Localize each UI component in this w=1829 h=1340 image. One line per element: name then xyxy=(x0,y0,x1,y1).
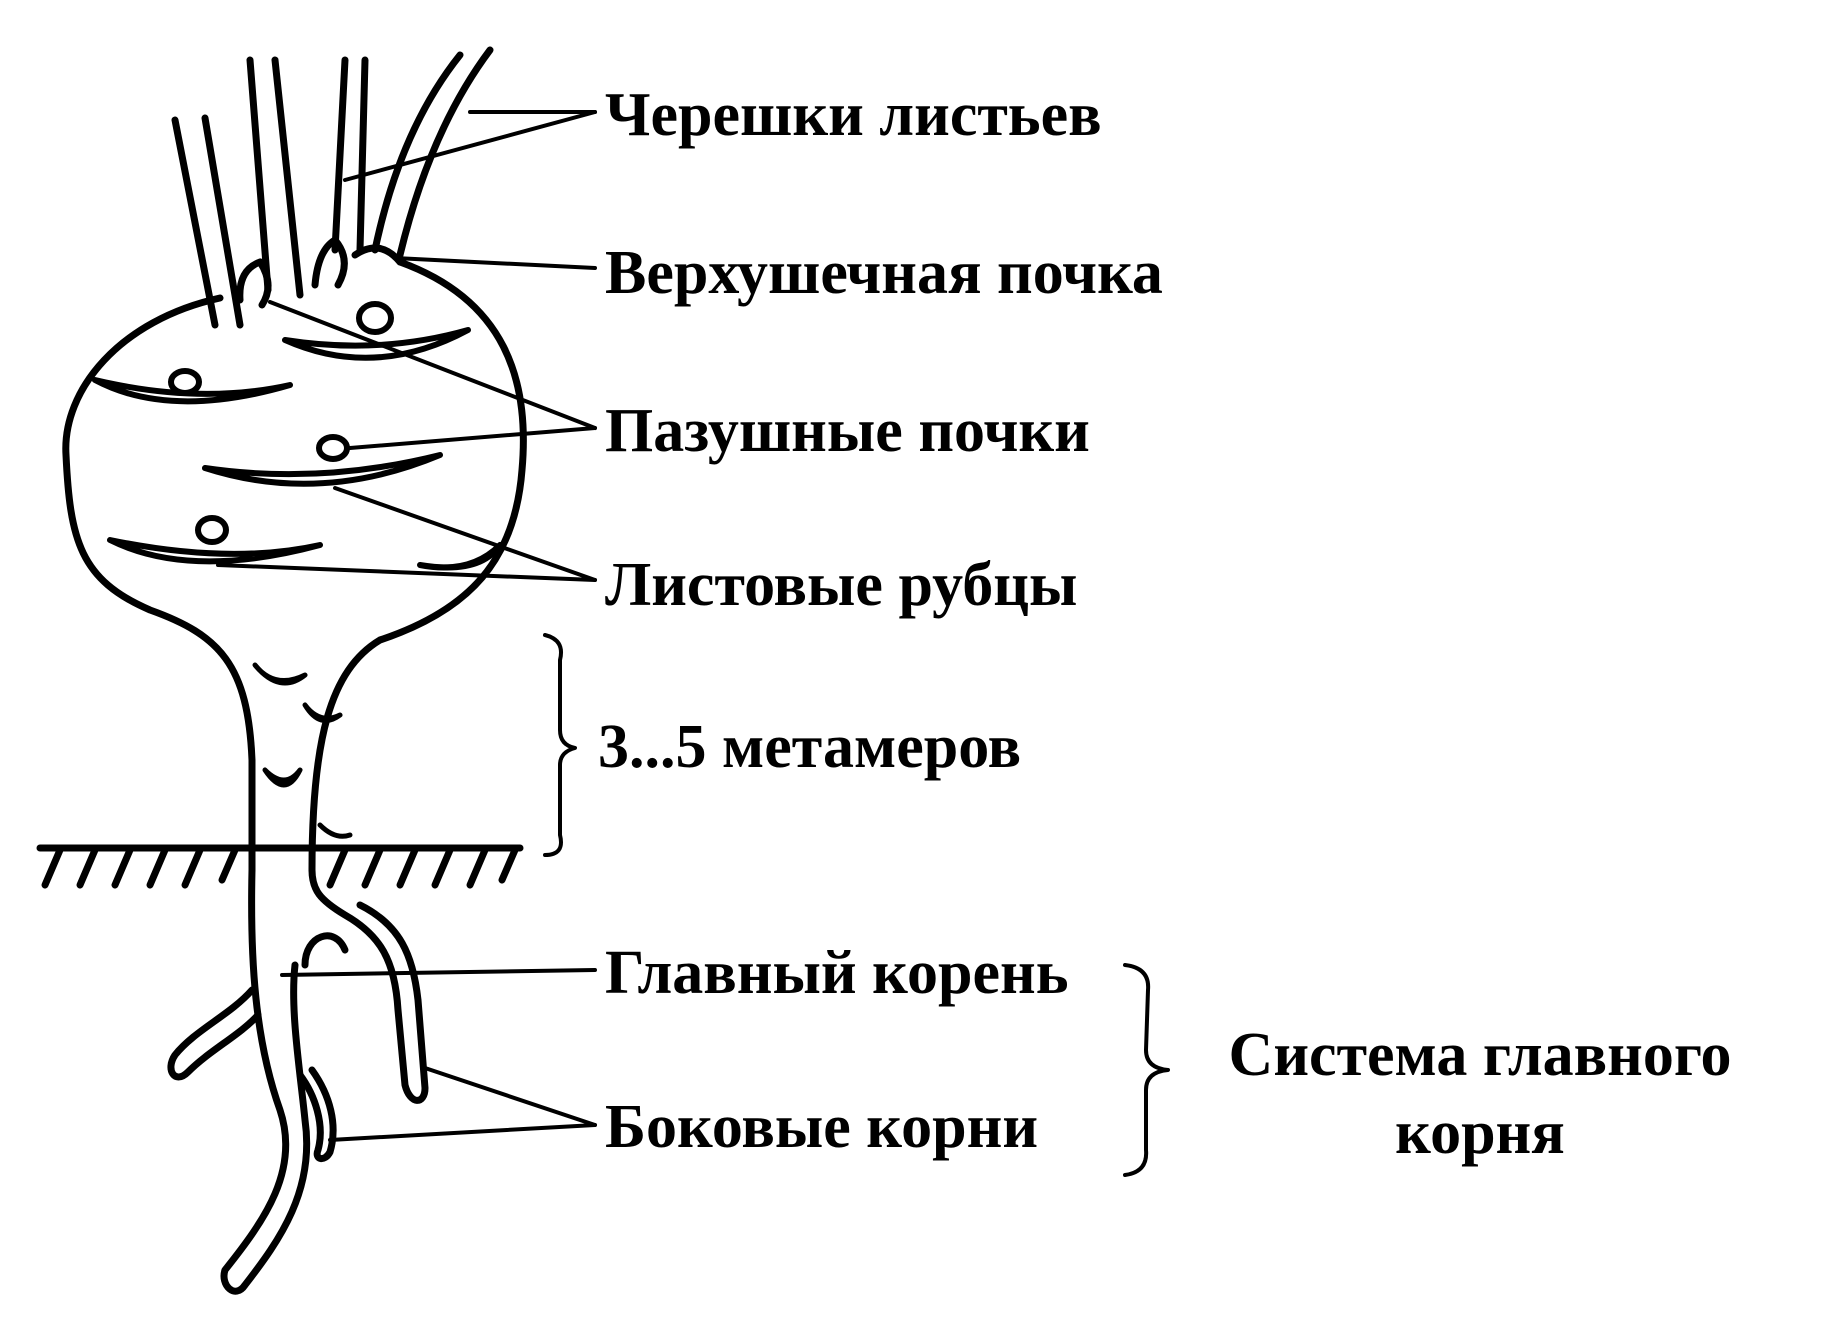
metamer-scar-shapes xyxy=(252,662,353,839)
main-root xyxy=(220,866,429,1295)
lateral-roots xyxy=(167,986,337,1162)
label-metameres: 3...5 метамеров xyxy=(598,713,1022,781)
label-axillary-buds: Пазушные почки xyxy=(605,397,1090,465)
label-system-line1: Система главного xyxy=(1228,1021,1732,1089)
label-apical-bud: Верхушечная почка xyxy=(605,239,1163,307)
label-lateral-roots: Боковые корни xyxy=(605,1093,1039,1161)
label-petioles: Черешки листьев xyxy=(605,81,1102,149)
label-leaf-scars: Листовые рубцы xyxy=(605,551,1078,619)
axillary-bud-shapes xyxy=(168,301,394,545)
soil-line xyxy=(36,844,524,889)
leader-lines xyxy=(216,110,1170,1177)
leaf-petioles xyxy=(171,46,494,329)
label-main-root: Главный корень xyxy=(605,939,1069,1007)
label-system-line2: корня xyxy=(1395,1099,1565,1167)
